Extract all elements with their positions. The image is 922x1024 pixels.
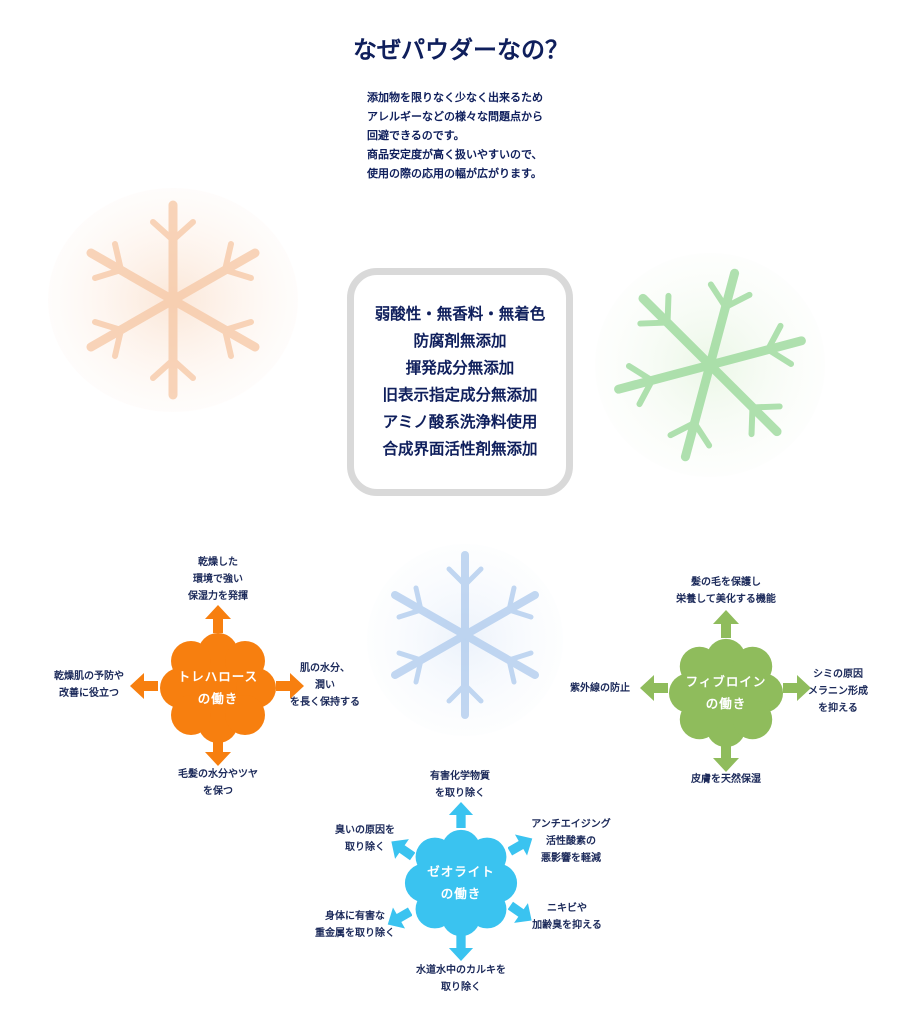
- trehalose-bottom-label: 毛髪の水分やツヤ を保つ: [148, 766, 288, 800]
- label-line: 肌の水分、: [300, 663, 350, 674]
- label-line: 乾燥した: [198, 557, 238, 568]
- trehalose-title-line: の働き: [197, 691, 239, 706]
- green-snowflake-image: [595, 253, 825, 477]
- blue-snowflake-image: [367, 544, 563, 736]
- arrow-right-icon: [783, 675, 811, 701]
- zeolite-top-right-label: アンチエイジング 活性酸素の 悪影響を軽減: [516, 816, 626, 867]
- zeolite-top-left-label: 臭いの原因を 取り除く: [320, 822, 410, 856]
- intro-text: 添加物を限りなく少なく出来るため アレルギーなどの様々な問題点から 回避できるの…: [367, 88, 627, 183]
- label-line: 加齢臭を抑える: [532, 920, 602, 931]
- arrow-down-icon: [448, 935, 474, 961]
- zeolite-bottom-left-label: 身体に有害な 重金属を取り除く: [300, 908, 410, 942]
- arrow-left-icon: [640, 675, 668, 701]
- arrow-down-left-icon: [387, 907, 412, 929]
- label-line: ニキビや: [547, 903, 587, 914]
- label-line: を抑える: [818, 703, 858, 714]
- trehalose-right-label: 肌の水分、 潤い を長く保持する: [280, 660, 370, 711]
- arrow-up-icon: [448, 802, 474, 828]
- label-line: 取り除く: [345, 842, 385, 853]
- label-line: 潤い: [315, 680, 335, 691]
- label-line: を取り除く: [435, 788, 485, 799]
- arrow-up-left-icon: [391, 839, 415, 861]
- label-line: 髪の毛を保護し: [691, 577, 761, 588]
- orange-snowflake-image: [48, 188, 298, 412]
- feature-item: 旧表示指定成分無添加: [382, 386, 538, 404]
- page-title: なぜパウダーなの？: [353, 36, 569, 64]
- zeolite-title: ゼオライト の働き: [403, 861, 519, 905]
- label-line: 皮膚を天然保湿: [691, 774, 761, 785]
- label-line: 環境で強い: [193, 574, 243, 585]
- fibroin-left-label: 紫外線の防止: [560, 680, 640, 697]
- fibroin-title-line: の働き: [705, 696, 747, 711]
- feature-item: 揮発成分無添加: [405, 359, 515, 377]
- label-line: 紫外線の防止: [570, 683, 630, 694]
- arrow-up-icon: [713, 610, 739, 638]
- arrow-down-icon: [205, 738, 231, 766]
- label-line: 取り除く: [441, 982, 481, 993]
- label-line: 身体に有害な: [325, 911, 385, 922]
- label-line: を保つ: [203, 786, 233, 797]
- intro-line: 商品安定度が高く扱いやすいので、: [367, 148, 543, 161]
- label-line: 栄養して美化する機能: [676, 594, 776, 605]
- label-line: 保湿力を発揮: [188, 591, 248, 602]
- label-line: 悪影響を軽減: [541, 853, 601, 864]
- zeolite-bottom-label: 水道水中のカルキを 取り除く: [388, 962, 534, 996]
- feature-item: 防腐剤無添加: [413, 332, 507, 350]
- fibroin-cloud: [668, 638, 784, 748]
- trehalose-cloud: [160, 633, 276, 743]
- arrow-down-icon: [713, 744, 739, 772]
- arrow-down-right-icon: [508, 901, 532, 923]
- fibroin-title: フィブロイン の働き: [667, 671, 785, 715]
- fibroin-top-label: 髪の毛を保護し 栄養して美化する機能: [656, 574, 796, 608]
- label-line: アンチエイジング: [531, 819, 611, 830]
- fibroin-title-line: フィブロイン: [685, 674, 767, 689]
- zeolite-title-line: の働き: [440, 886, 482, 901]
- intro-line: 添加物を限りなく少なく出来るため: [367, 91, 543, 104]
- trehalose-title: トレハロース の働き: [158, 666, 278, 710]
- label-line: 乾燥肌の予防や: [54, 671, 124, 682]
- zeolite-bottom-right-label: ニキビや 加齢臭を抑える: [522, 900, 612, 934]
- feature-item: 弱酸性・無香料・無着色: [374, 305, 546, 323]
- feature-item: 合成界面活性剤無添加: [382, 440, 538, 458]
- label-line: を長く保持する: [290, 697, 360, 708]
- arrow-up-right-icon: [508, 834, 533, 856]
- intro-line: アレルギーなどの様々な問題点から: [367, 110, 543, 123]
- intro-line: 使用の際の応用の幅が広がります。: [367, 167, 542, 180]
- zeolite-title-line: ゼオライト: [427, 864, 495, 879]
- label-line: シミの原因: [813, 669, 863, 680]
- arrow-up-icon: [205, 605, 231, 633]
- label-line: 改善に役立つ: [59, 688, 119, 699]
- label-line: 有害化学物質: [430, 771, 490, 782]
- label-line: 重金属を取り除く: [315, 928, 395, 939]
- label-line: 臭いの原因を: [335, 825, 395, 836]
- label-line: 毛髪の水分やツヤ: [178, 769, 258, 780]
- feature-item: アミノ酸系洗浄料使用: [382, 413, 538, 431]
- fibroin-right-label: シミの原因 メラニン形成 を抑える: [800, 666, 876, 717]
- trehalose-top-label: 乾燥した 環境で強い 保湿力を発揮: [158, 554, 278, 605]
- zeolite-top-label: 有害化学物質 を取り除く: [400, 768, 520, 802]
- arrow-right-icon: [276, 673, 304, 699]
- zeolite-cloud: [404, 829, 518, 937]
- trehalose-left-label: 乾燥肌の予防や 改善に役立つ: [44, 668, 134, 702]
- features-box: 弱酸性・無香料・無着色 防腐剤無添加 揮発成分無添加 旧表示指定成分無添加 アミ…: [347, 268, 573, 496]
- arrow-left-icon: [130, 673, 158, 699]
- fibroin-bottom-label: 皮膚を天然保湿: [666, 771, 786, 788]
- label-line: 水道水中のカルキを: [416, 965, 506, 976]
- label-line: 活性酸素の: [546, 836, 596, 847]
- label-line: メラニン形成: [808, 686, 868, 697]
- intro-line: 回避できるのです。: [367, 129, 465, 142]
- trehalose-title-line: トレハロース: [177, 669, 259, 684]
